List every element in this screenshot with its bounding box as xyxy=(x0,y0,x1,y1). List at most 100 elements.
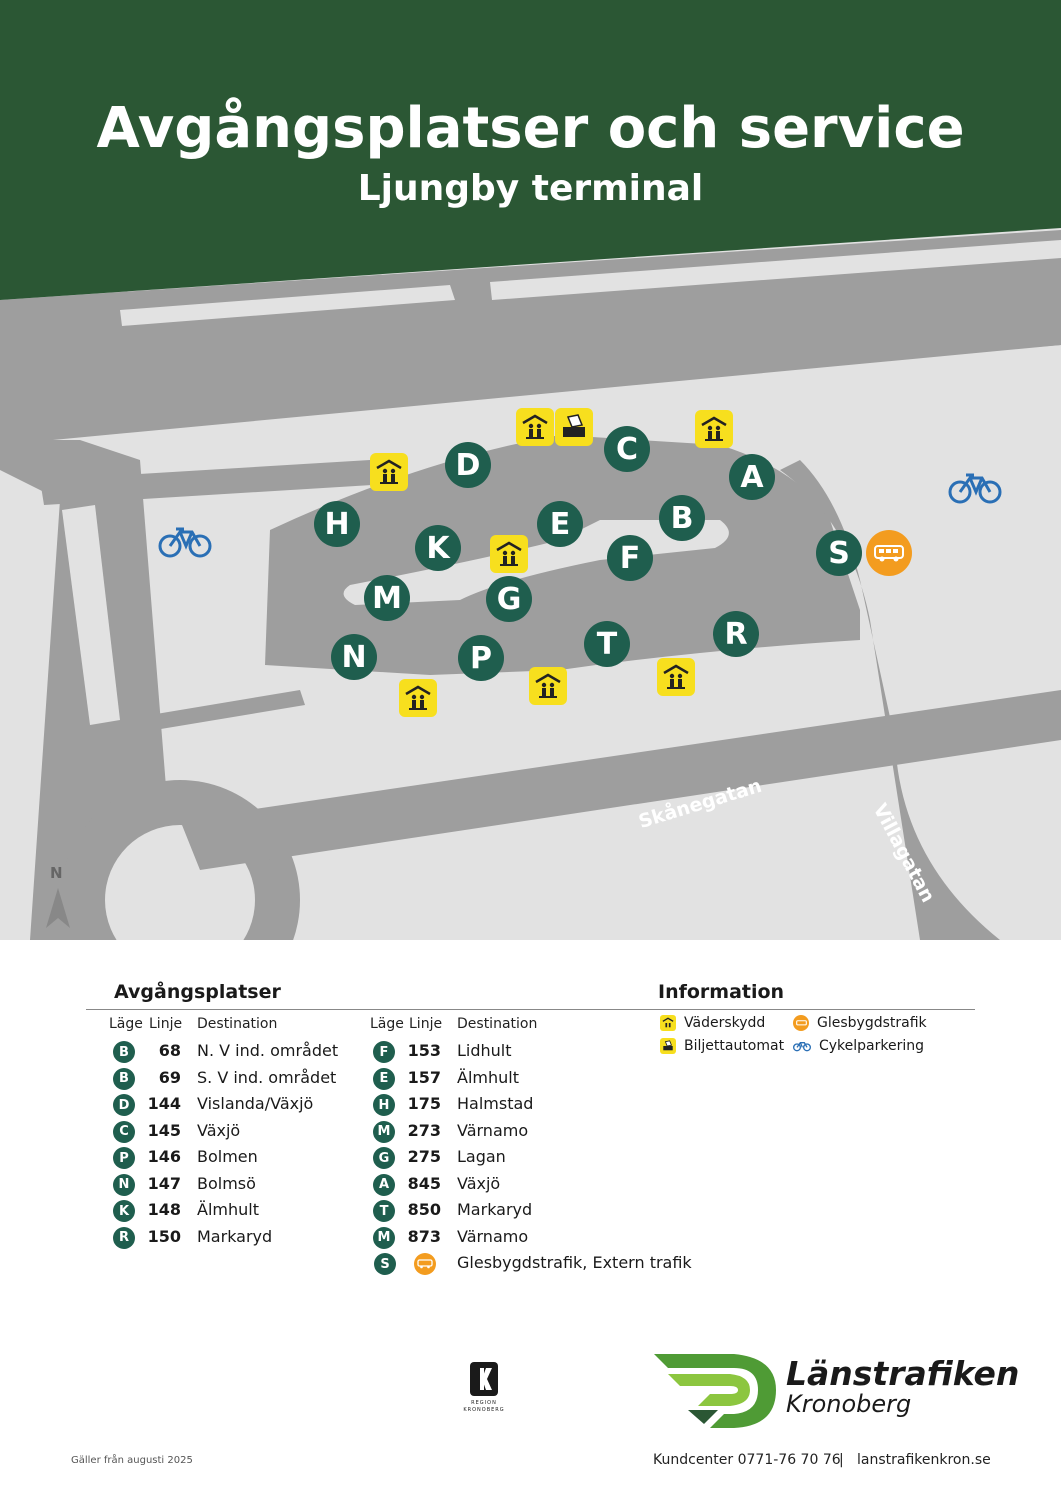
destination-text: Markaryd xyxy=(197,1226,273,1246)
stop-marker-r[interactable]: R xyxy=(713,611,759,657)
shelter-icon xyxy=(399,679,437,717)
stop-badge: B xyxy=(113,1041,135,1063)
line-number: 150 xyxy=(147,1226,181,1246)
line-number: 850 xyxy=(407,1200,441,1219)
destination-text: S. V ind. området xyxy=(197,1067,337,1087)
line-number: 144 xyxy=(147,1094,181,1113)
line-number: 148 xyxy=(147,1200,181,1219)
bike-parking-icon xyxy=(158,526,212,562)
stop-marker-n[interactable]: N xyxy=(331,634,377,680)
line-number: 145 xyxy=(147,1120,181,1140)
line-number: 68 xyxy=(158,1041,181,1060)
legend-rural: Glesbygdstrafik xyxy=(793,1015,927,1031)
stop-marker-a[interactable]: A xyxy=(729,454,775,500)
stop-badge: M xyxy=(373,1226,395,1249)
ticket-machine-icon xyxy=(555,408,593,446)
stop-badge: T xyxy=(373,1200,395,1222)
stop-marker-f[interactable]: F xyxy=(607,535,653,581)
stop-badge: C xyxy=(113,1120,135,1143)
section-divider xyxy=(86,1009,975,1010)
shelter-icon xyxy=(529,667,567,705)
header-banner xyxy=(0,0,1061,300)
destination-text: Bolmsö xyxy=(197,1173,256,1193)
legend-ticket-label: Biljettautomat xyxy=(684,1038,785,1054)
stop-marker-g[interactable]: G xyxy=(486,576,532,622)
destination-text: Växjö xyxy=(457,1173,501,1193)
destination-text: Älmhult xyxy=(457,1067,519,1087)
website-link[interactable]: lanstrafikenkron.se xyxy=(857,1452,991,1468)
stop-marker-d[interactable]: D xyxy=(445,442,491,488)
shelter-icon xyxy=(490,535,528,573)
stop-marker-p[interactable]: P xyxy=(458,635,504,681)
col-lage-header: Läge xyxy=(109,1016,143,1032)
legend-bike: Cykelparkering xyxy=(793,1038,924,1054)
legend-ticket: Biljettautomat xyxy=(660,1038,784,1054)
destination-text: N. V ind. området xyxy=(197,1041,339,1060)
north-label: N xyxy=(50,864,63,882)
page-subtitle: Ljungby terminal xyxy=(357,168,704,209)
rural-bus-icon xyxy=(793,1015,809,1031)
stop-marker-b[interactable]: B xyxy=(659,495,705,541)
line-number: 845 xyxy=(407,1173,441,1193)
customer-service-phone[interactable]: Kundcenter 0771-76 70 76 xyxy=(653,1452,841,1468)
legend-rural-label: Glesbygdstrafik xyxy=(817,1015,927,1031)
stop-badge: M xyxy=(373,1120,395,1143)
shelter-icon xyxy=(695,410,733,448)
stop-badge: R xyxy=(113,1226,135,1249)
lanstrafiken-logo: Länstrafiken Kronoberg xyxy=(652,1352,1019,1432)
stop-marker-s[interactable]: S xyxy=(816,530,862,576)
bike-parking-icon xyxy=(793,1040,811,1052)
line-number: 275 xyxy=(407,1147,441,1166)
destination-text: Lidhult xyxy=(457,1041,512,1060)
line-number: 273 xyxy=(407,1120,441,1140)
valid-from-text: Gäller från augusti 2025 xyxy=(71,1455,193,1466)
destination-text: Växjö xyxy=(197,1120,241,1140)
col-destination-header: Destination xyxy=(197,1016,278,1032)
line-number: 157 xyxy=(407,1067,441,1087)
footer-separator: | xyxy=(839,1452,844,1468)
stop-badge: N xyxy=(113,1173,135,1196)
stop-badge: S xyxy=(374,1253,396,1275)
lanstrafiken-logo-icon xyxy=(654,1354,776,1428)
destination-text: Vislanda/Växjö xyxy=(197,1094,314,1113)
destination-text: Värnamo xyxy=(457,1226,529,1246)
destination-text: Halmstad xyxy=(457,1094,534,1113)
stop-marker-t[interactable]: T xyxy=(584,621,630,667)
shelter-icon xyxy=(657,658,695,696)
page-title: Avgångsplatser och service xyxy=(96,96,965,161)
legend-shelter: Väderskydd xyxy=(660,1015,765,1031)
stop-badge: H xyxy=(373,1094,395,1116)
stop-badge: B xyxy=(113,1067,135,1090)
stop-badge: E xyxy=(373,1067,395,1090)
region-kronoberg-logo: REGION KRONOBERG xyxy=(458,1360,510,1416)
line-number: 175 xyxy=(407,1094,441,1113)
ticket-machine-icon xyxy=(660,1038,676,1054)
stop-badge: A xyxy=(373,1173,395,1196)
legend-shelter-label: Väderskydd xyxy=(684,1015,766,1031)
stop-marker-h[interactable]: H xyxy=(314,501,360,547)
stop-marker-e[interactable]: E xyxy=(537,501,583,547)
destination-text: Lagan xyxy=(457,1147,506,1166)
brand-subname: Kronoberg xyxy=(786,1390,912,1418)
shelter-icon xyxy=(660,1015,676,1031)
stop-marker-k[interactable]: K xyxy=(415,525,461,571)
stop-badge: G xyxy=(373,1147,395,1169)
brand-name: Länstrafiken xyxy=(786,1354,1020,1393)
col-linje-header: Linje xyxy=(409,1016,443,1032)
stop-marker-m[interactable]: M xyxy=(364,575,410,621)
destination-text: Bolmen xyxy=(197,1147,258,1166)
stop-badge: K xyxy=(113,1200,135,1222)
shelter-icon xyxy=(370,453,408,491)
stop-badge: F xyxy=(373,1041,395,1063)
region-logo-text-1: REGION xyxy=(471,1400,497,1406)
shelter-icon xyxy=(516,408,554,446)
rural-bus-icon xyxy=(414,1253,436,1275)
stop-marker-c[interactable]: C xyxy=(604,426,650,472)
north-arrow-icon xyxy=(46,888,70,928)
line-number: 147 xyxy=(147,1173,181,1193)
region-logo-text-2: KRONOBERG xyxy=(463,1407,505,1413)
destination-text: Älmhult xyxy=(197,1200,259,1219)
col-lage-header: Läge xyxy=(370,1016,404,1032)
stop-badge: P xyxy=(113,1147,135,1169)
region-logo-icon xyxy=(470,1362,498,1396)
